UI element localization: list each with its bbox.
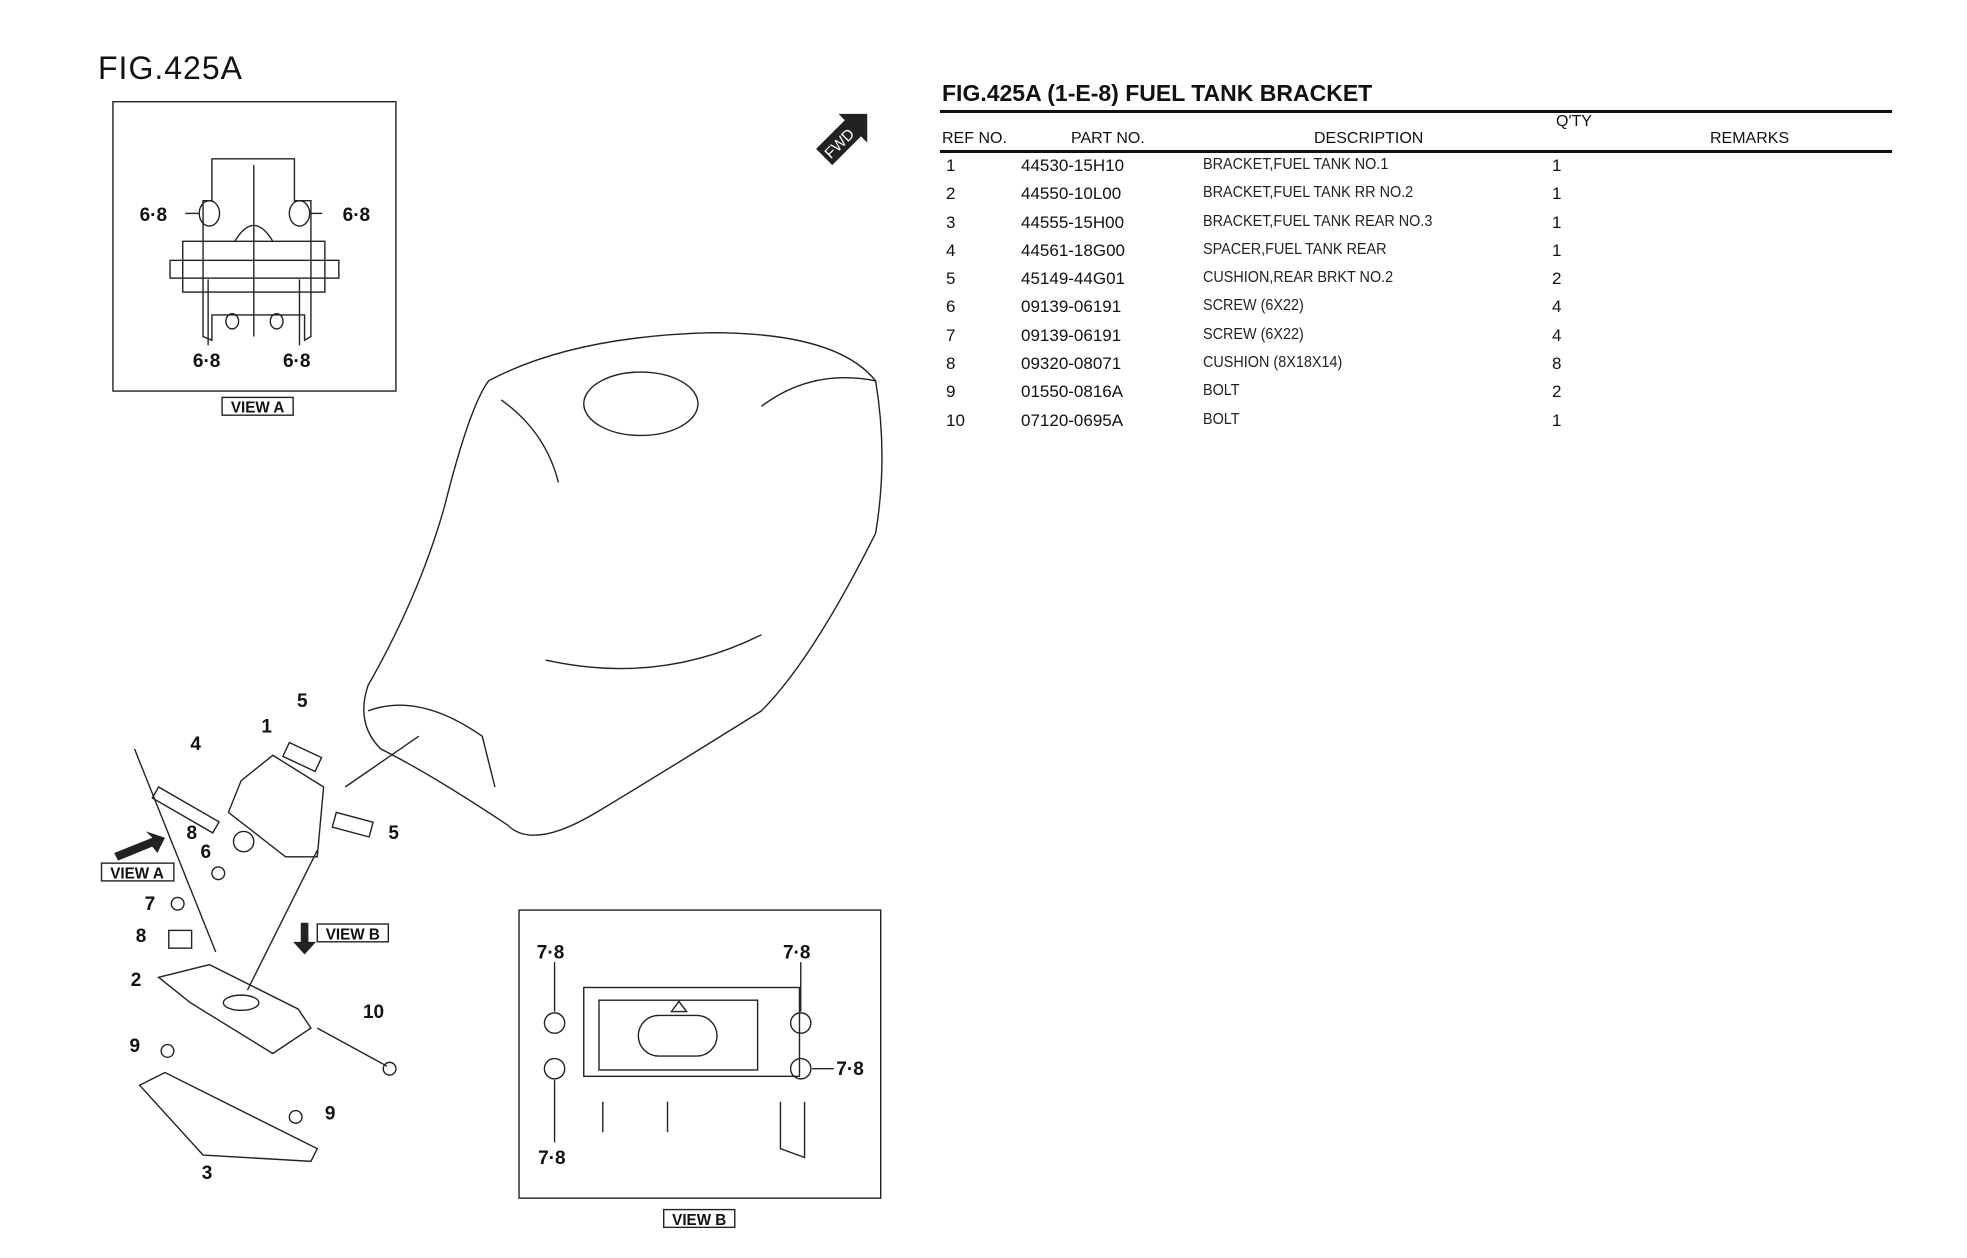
figure-title: FIG.425A: [98, 50, 243, 86]
cell-part-number: 45149-44G01: [1021, 269, 1125, 289]
callout-label: 1: [261, 716, 272, 737]
cell-qty: 1: [1552, 410, 1562, 430]
cell-part-number: 09139-06191: [1021, 297, 1122, 317]
callout-label: 3: [202, 1163, 213, 1184]
cell-part-number: 09320-08071: [1021, 354, 1122, 374]
callout-label: 9: [129, 1036, 140, 1057]
fwd-arrow-icon: FWD: [816, 113, 868, 166]
table-row: 7 09139-06191 SCREW (6X22) 4: [940, 323, 1892, 351]
cell-qty: 4: [1552, 325, 1562, 345]
callout-label: 2: [131, 970, 142, 991]
cell-description: BRACKET,FUEL TANK REAR NO.3: [1203, 212, 1433, 230]
cell-description: BOLT: [1203, 410, 1240, 428]
cell-ref: 5: [946, 269, 956, 289]
cell-description: CUSHION,REAR BRKT NO.2: [1203, 269, 1394, 287]
cell-part-number: 44530-15H10: [1021, 156, 1125, 175]
table-row: 3 44555-15H00 BRACKET,FUEL TANK REAR NO.3 1: [940, 210, 1892, 238]
callout-label: 8: [136, 926, 147, 947]
view-b-tag: VIEW B: [326, 926, 380, 943]
divider: [940, 150, 1892, 153]
exploded-callouts: 5 4 1 8 6 5 7 8 2 10 9 9 3 VIEW A VIEW B: [100, 691, 399, 1184]
view-a-callout: 6·8: [343, 205, 370, 226]
view-b-inset: 7·8 7·8 7·8 7·8 VIEW B: [518, 909, 882, 1229]
view-a-callout: 6·8: [140, 205, 167, 226]
cell-part-number: 44550-10L00: [1021, 184, 1122, 204]
cell-ref: 10: [946, 410, 965, 430]
table-row: 1 44530-15H10 BRACKET,FUEL TANK NO.1 1: [940, 153, 1892, 181]
table-row: 5 45149-44G01 CUSHION,REAR BRKT NO.2 2: [940, 266, 1892, 294]
header-qty: Q'TY: [1556, 113, 1592, 130]
cell-ref: 9: [946, 382, 956, 402]
view-b-caption: VIEW B: [672, 1212, 726, 1229]
cell-qty: 1: [1552, 212, 1562, 232]
callout-label: 5: [388, 823, 399, 844]
cell-qty: 1: [1552, 184, 1562, 204]
view-b-arrow-icon: [293, 922, 316, 955]
cell-ref: 2: [946, 184, 956, 204]
cell-part-number: 01550-0816A: [1021, 382, 1124, 402]
callout-label: 9: [325, 1103, 336, 1124]
callout-label: 8: [187, 823, 198, 844]
cell-part-number: 44561-18G00: [1021, 240, 1125, 260]
callout-label: 7: [145, 894, 156, 915]
exploded-parts-drawing: [114, 735, 420, 1163]
table-row: 10 07120-0695A BOLT 1: [940, 408, 1892, 436]
view-b-callout: 7·8: [537, 942, 564, 963]
parts-list-header: REF NO. PART NO. DESCRIPTION Q'TY REMARK…: [940, 113, 1892, 150]
table-row: 6 09139-06191 SCREW (6X22) 4: [940, 294, 1892, 322]
table-row: 2 44550-10L00 BRACKET,FUEL TANK RR NO.2 1: [940, 181, 1892, 209]
divider: [940, 110, 1892, 113]
cell-ref: 8: [946, 354, 956, 374]
view-b-callout: 7·8: [783, 942, 810, 963]
cell-description: CUSHION (8X18X14): [1203, 354, 1343, 372]
view-a-callout: 6·8: [283, 351, 310, 372]
cell-qty: 1: [1552, 240, 1562, 260]
header-part: PART NO.: [1071, 130, 1145, 147]
cell-ref: 1: [946, 156, 956, 175]
cell-part-number: 09139-06191: [1021, 325, 1122, 345]
cell-description: BRACKET,FUEL TANK NO.1: [1203, 156, 1389, 173]
fuel-tank-drawing: [363, 331, 883, 836]
cell-part-number: 07120-0695A: [1021, 410, 1124, 430]
cell-qty: 2: [1552, 382, 1562, 402]
table-row: 8 09320-08071 CUSHION (8X18X14) 8: [940, 351, 1892, 379]
cell-qty: 2: [1552, 269, 1562, 289]
cell-qty: 4: [1552, 297, 1562, 317]
view-a-inset: 6·8 6·8 6·8 6·8 VIEW A: [112, 101, 397, 417]
cell-qty: 1: [1552, 156, 1562, 175]
parts-list: FIG.425A (1-E-8) FUEL TANK BRACKET REF N…: [940, 80, 1892, 436]
callout-label: 5: [297, 691, 308, 712]
parts-list-title: FIG.425A (1-E-8) FUEL TANK BRACKET: [942, 80, 1373, 106]
callout-label: 10: [363, 1002, 384, 1023]
cell-qty: 8: [1552, 354, 1562, 374]
view-b-callout: 7·8: [836, 1059, 863, 1080]
cell-description: BRACKET,FUEL TANK RR NO.2: [1203, 184, 1414, 202]
view-a-callout: 6·8: [193, 351, 220, 372]
cell-description: SCREW (6X22): [1203, 325, 1304, 343]
header-description: DESCRIPTION: [1314, 130, 1424, 147]
cell-description: BOLT: [1203, 382, 1240, 400]
cell-description: SPACER,FUEL TANK REAR: [1203, 240, 1387, 258]
cell-description: SCREW (6X22): [1203, 297, 1304, 315]
view-a-arrow-icon: [114, 831, 165, 861]
callout-label: 6: [201, 842, 212, 863]
header-ref: REF NO.: [942, 130, 1007, 147]
view-b-callout: 7·8: [538, 1148, 565, 1169]
callout-label: 4: [190, 734, 201, 755]
header-remarks: REMARKS: [1710, 130, 1790, 147]
table-row: 4 44561-18G00 SPACER,FUEL TANK REAR 1: [940, 238, 1892, 266]
table-row: 9 01550-0816A BOLT 2: [940, 379, 1892, 407]
view-a-tag: VIEW A: [110, 865, 164, 882]
cell-ref: 6: [946, 297, 956, 317]
view-a-caption: VIEW A: [231, 400, 285, 417]
cell-ref: 7: [946, 325, 956, 345]
cell-ref: 3: [946, 212, 956, 232]
cell-ref: 4: [946, 240, 956, 260]
cell-part-number: 44555-15H00: [1021, 212, 1125, 232]
